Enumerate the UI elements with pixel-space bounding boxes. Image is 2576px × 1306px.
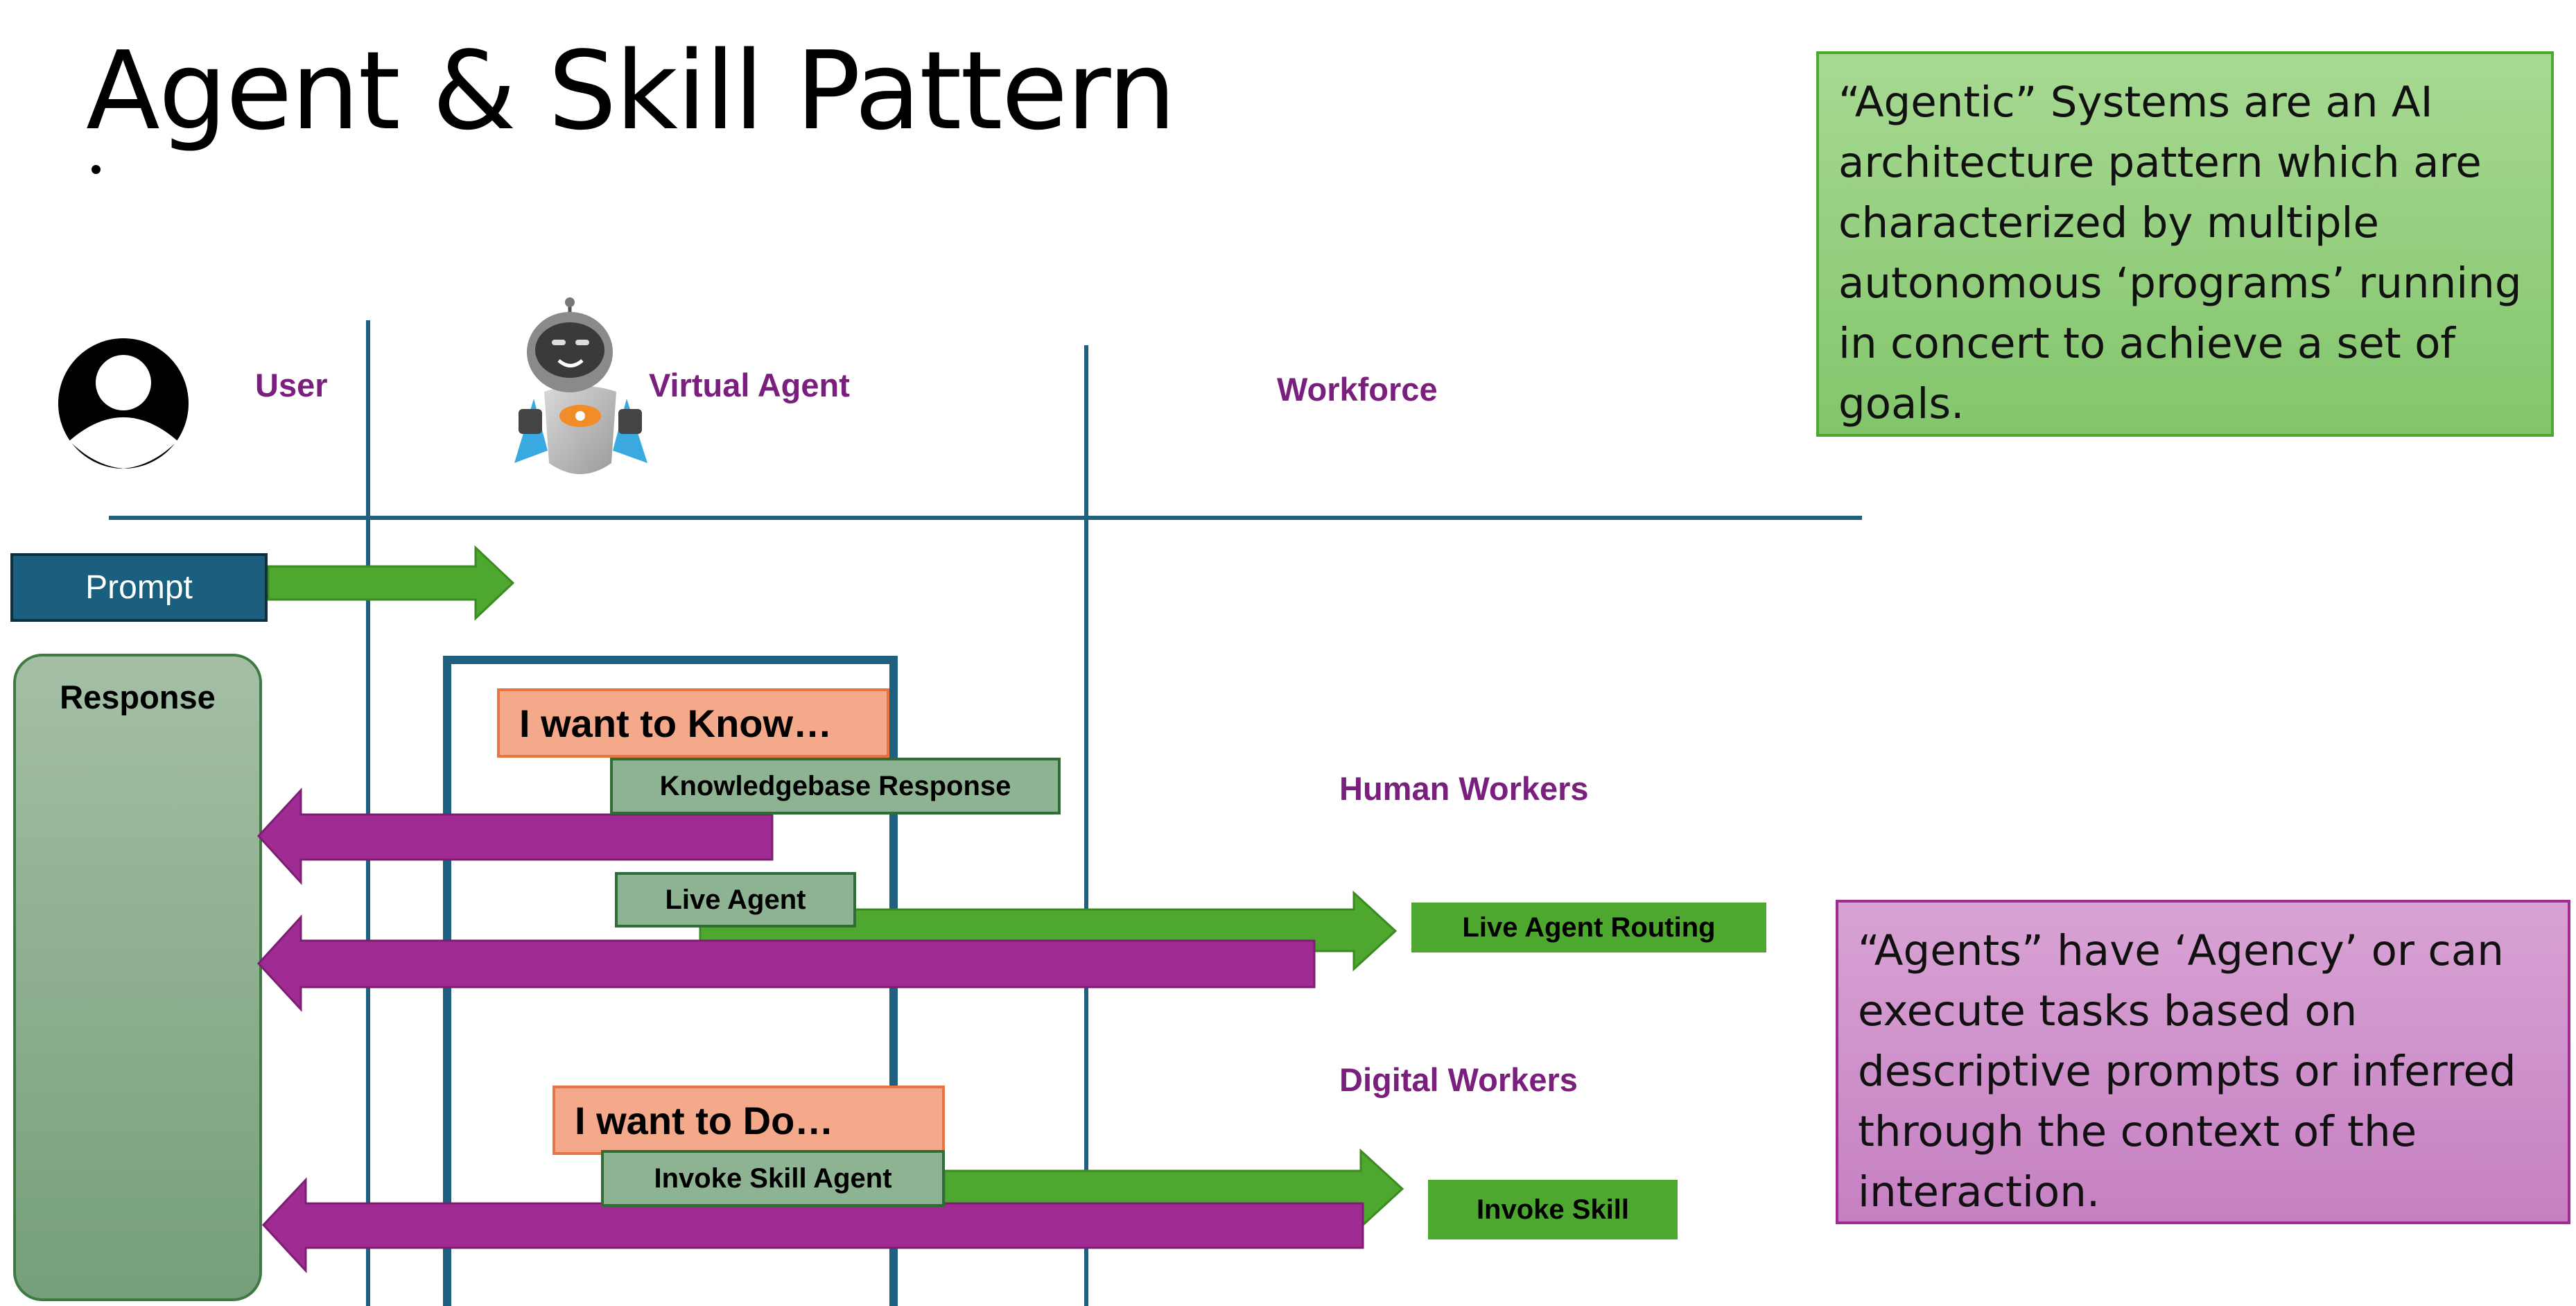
knowledgebase-response-box: Knowledgebase Response <box>610 758 1061 815</box>
swimlane-lines <box>109 320 1862 1306</box>
robot-icon <box>514 297 647 474</box>
knowledgebase-response-arrow <box>256 787 774 885</box>
invoke-skill-box: Invoke Skill <box>1428 1180 1678 1239</box>
user-avatar-icon <box>58 338 189 469</box>
column-label-virtual-agent: Virtual Agent <box>649 367 850 403</box>
want-to-know-box: I want to Know… <box>497 688 889 758</box>
live-agent-routing-box: Live Agent Routing <box>1411 903 1766 952</box>
agents-note: “Agents” have ‘Agency’ or can execute ta… <box>1836 900 2570 1224</box>
page-title: Agent & Skill Pattern <box>86 28 1176 154</box>
prompt-arrow <box>267 545 515 621</box>
live-agent-box: Live Agent <box>615 872 856 928</box>
want-to-do-box: I want to Do… <box>552 1086 945 1155</box>
digital-workers-label: Digital Workers <box>1339 1061 1578 1098</box>
bullet-dot <box>92 165 101 174</box>
invoke-skill-response-arrow <box>261 1177 1364 1273</box>
column-label-workforce: Workforce <box>1277 371 1438 408</box>
live-agent-response-arrow <box>256 914 1316 1012</box>
agentic-systems-note: “Agentic” Systems are an AI architecture… <box>1816 51 2554 437</box>
invoke-skill-agent-box: Invoke Skill Agent <box>601 1150 945 1207</box>
prompt-box: Prompt <box>10 553 268 622</box>
column-label-user: User <box>255 367 328 403</box>
response-panel <box>13 654 262 1301</box>
human-workers-label: Human Workers <box>1339 770 1589 807</box>
response-label: Response <box>60 679 216 715</box>
